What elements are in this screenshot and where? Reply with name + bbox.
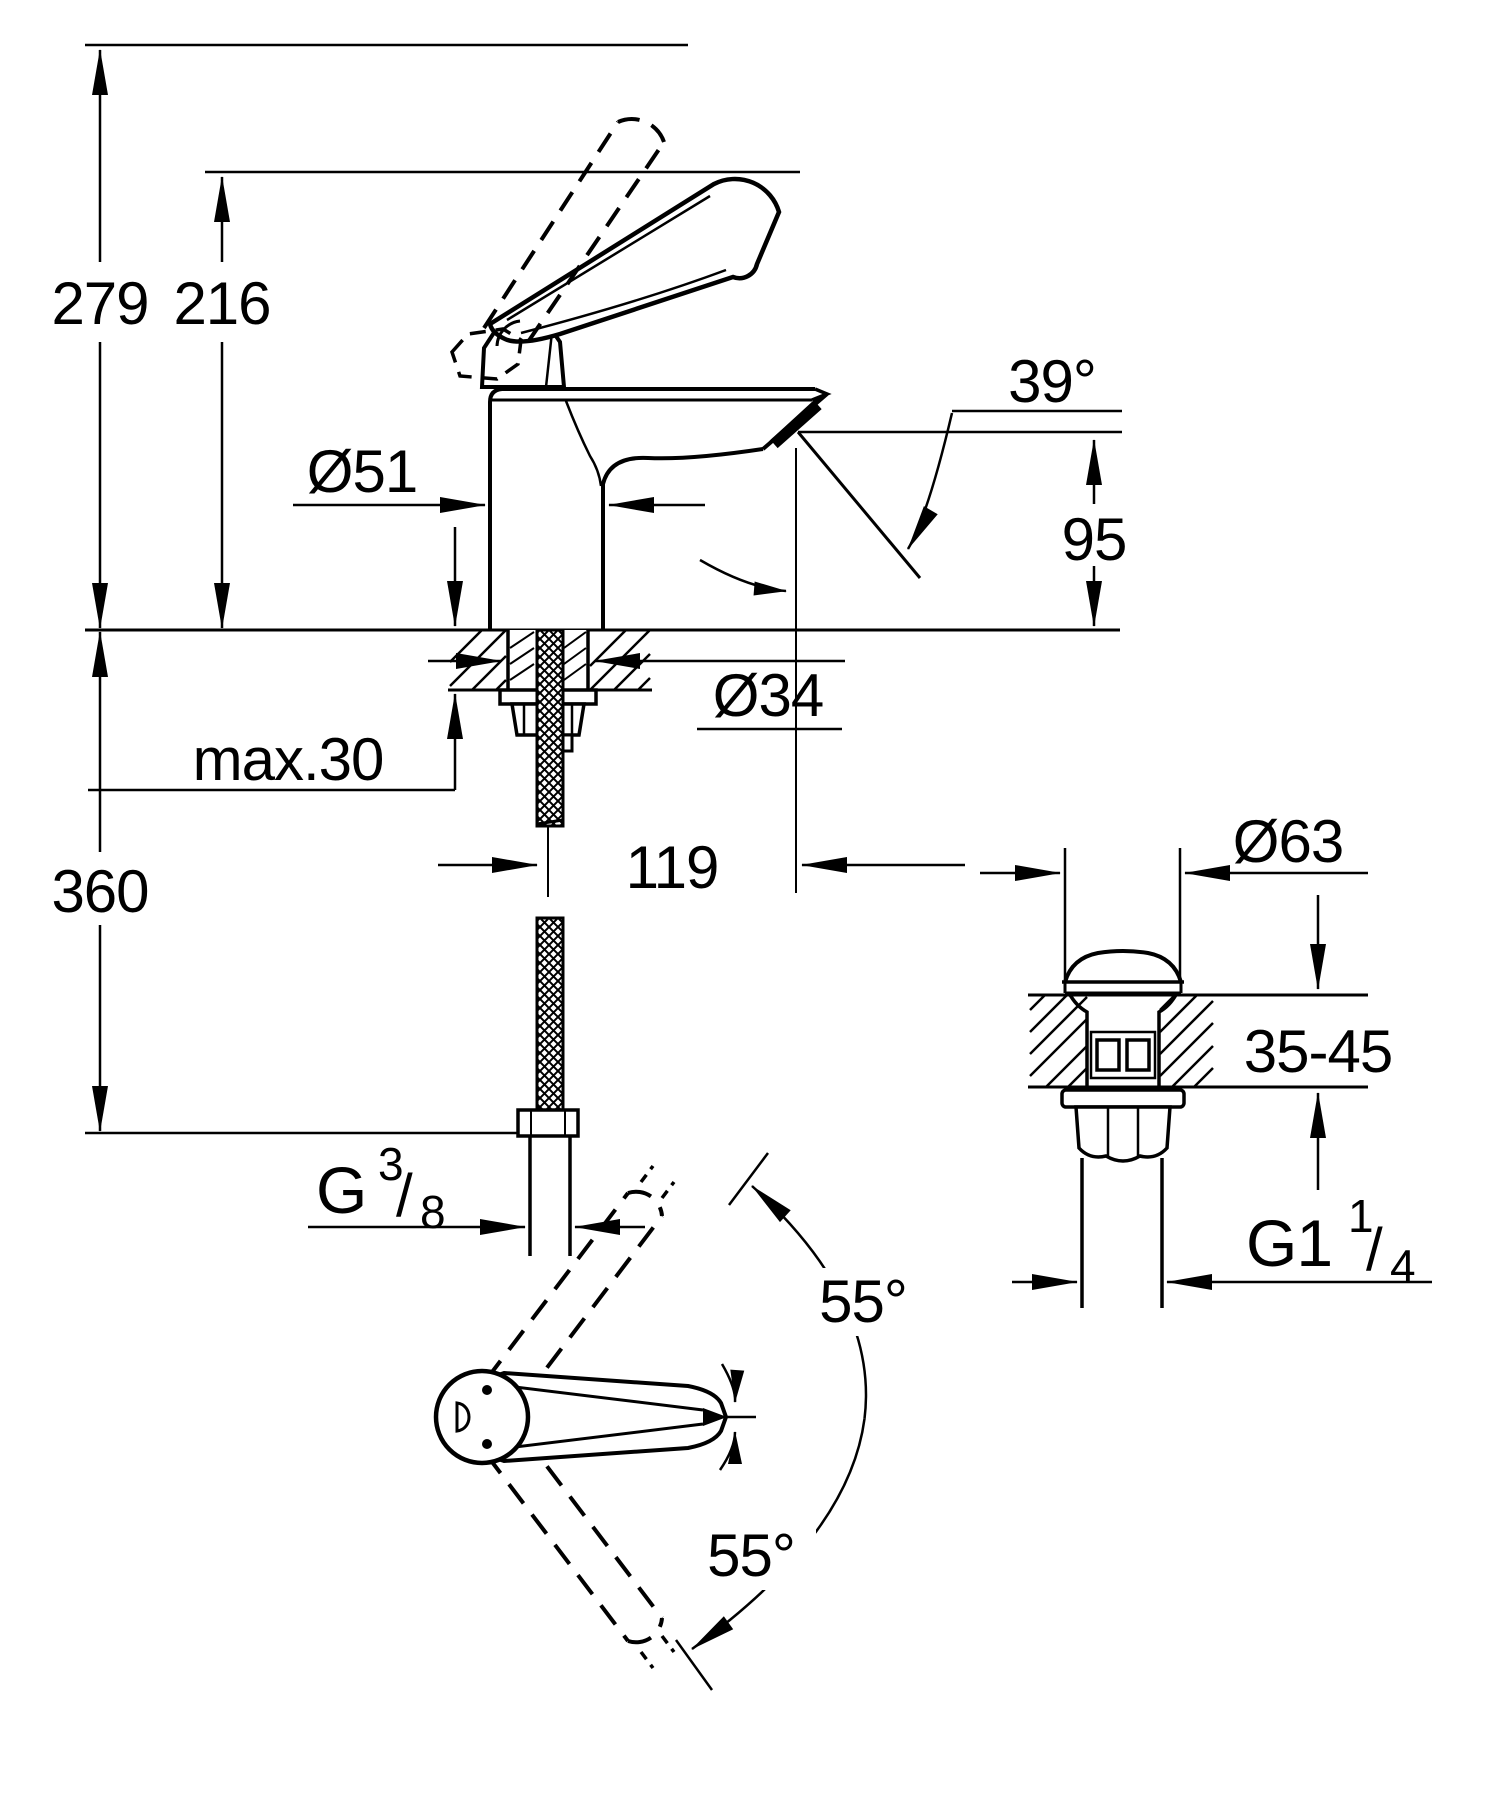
waste-slot-frame	[1089, 1030, 1157, 1080]
lever-handle-raised-dashed	[450, 117, 666, 381]
label-g114-denominator: 4	[1390, 1240, 1415, 1292]
waste-flange	[1060, 1088, 1186, 1109]
dimension-119: 119	[438, 834, 965, 901]
dimension-279: 279	[51, 49, 150, 629]
faucet-body	[450, 117, 832, 630]
hose-lower	[535, 916, 565, 1112]
spout-fillet-line	[564, 400, 603, 487]
aerator-icon	[770, 400, 822, 449]
ref-arc-lower	[718, 1431, 742, 1471]
waste-slot-right	[1125, 1038, 1151, 1072]
dimension-216: 216	[173, 176, 272, 629]
label-39deg: 39°	[1008, 348, 1096, 415]
label-d63: Ø63	[1233, 808, 1343, 875]
deck-hatch	[1029, 994, 1214, 1088]
waste-cap-dome	[1063, 949, 1183, 983]
label-55-down: 55°	[707, 1522, 795, 1589]
supply-hose	[516, 628, 580, 1256]
waste-locknut	[1074, 1105, 1172, 1163]
dimension-95: 95	[795, 439, 1127, 893]
hose-upper	[535, 628, 565, 828]
label-d34: Ø34	[713, 662, 823, 729]
cap-dot-upper	[482, 1385, 492, 1395]
label-279: 279	[51, 270, 148, 337]
label-g114-numerator: 1	[1348, 1190, 1373, 1242]
label-119: 119	[626, 834, 719, 901]
ext-line-down	[674, 1639, 714, 1691]
stream-arc-arrow	[699, 558, 787, 596]
waste-detail: Ø63 35-45	[980, 808, 1432, 1308]
label-35-45: 35-45	[1244, 1018, 1392, 1085]
label-g114-slash: /	[1366, 1216, 1383, 1283]
label-g38-numerator: 3	[378, 1138, 403, 1190]
dimension-g38: G 3 / 8	[308, 1138, 645, 1238]
dimension-d51: Ø51	[293, 438, 705, 513]
label-d51: Ø51	[307, 438, 417, 505]
label-g38-slash: /	[396, 1162, 413, 1229]
ref-arc-upper	[720, 1363, 745, 1403]
body-left-top-edge	[488, 387, 815, 630]
ext-line-up	[728, 1152, 769, 1206]
dimension-39deg: 39°	[699, 348, 1122, 596]
hose-nut	[516, 1108, 580, 1138]
angle-leader-arc	[906, 412, 954, 550]
top-view-handle: 55° 55°	[433, 1152, 928, 1691]
waste-slot-left	[1095, 1038, 1121, 1072]
handle-cap-top-view	[433, 1368, 531, 1466]
cap-dot-lower	[482, 1439, 492, 1449]
spout-underside	[601, 447, 764, 630]
label-max30: max.30	[193, 726, 384, 793]
shank-thread-ticks	[509, 631, 587, 681]
label-216: 216	[173, 270, 270, 337]
label-95: 95	[1062, 506, 1127, 573]
dimension-360: 360	[51, 631, 150, 1132]
label-360: 360	[51, 858, 148, 925]
lever-handle-solid	[487, 176, 782, 344]
dimension-d34: Ø34	[428, 653, 845, 731]
handle-rotated-down-dashed	[484, 1434, 676, 1670]
label-g38-denominator: 8	[420, 1186, 445, 1238]
label-g114-prefix: G1	[1246, 1206, 1332, 1280]
handle-rotated-up-dashed	[484, 1164, 676, 1400]
stream-direction-line	[796, 431, 922, 579]
dimension-max30: max.30	[88, 527, 463, 793]
label-55-up: 55°	[819, 1268, 907, 1335]
cap-d-hole	[455, 1401, 471, 1433]
label-g38-prefix: G	[316, 1153, 366, 1227]
